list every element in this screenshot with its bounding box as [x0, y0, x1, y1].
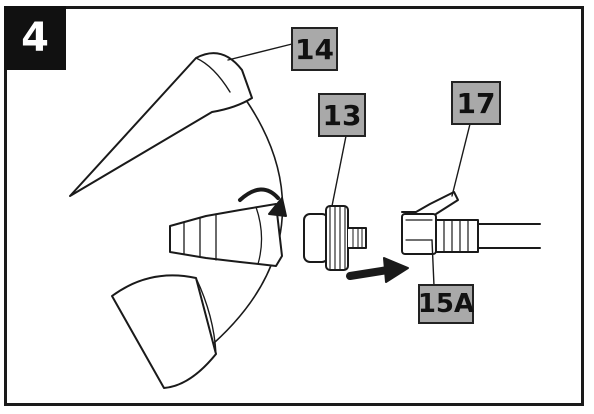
threaded-connector [303, 205, 367, 271]
leader-line-15a [431, 239, 435, 287]
callout-15a: 15A [418, 284, 474, 324]
rotation-arrow-icon [238, 187, 287, 217]
insert-arrow-icon [346, 257, 409, 283]
illustration-frame [4, 6, 584, 406]
callout-17: 17 [451, 81, 501, 125]
callout-13: 13 [318, 93, 366, 137]
crevice-nozzle [69, 52, 253, 197]
blow-gun [401, 191, 541, 255]
callout-14: 14 [291, 27, 338, 71]
leader-line-13 [331, 135, 347, 207]
adapter-body [169, 203, 283, 267]
leader-line-14 [227, 43, 293, 61]
accessory-connector-arc [205, 99, 284, 351]
step-number-badge: 4 [4, 6, 66, 70]
cone-nozzle [111, 274, 217, 389]
leader-line-17 [451, 123, 471, 197]
